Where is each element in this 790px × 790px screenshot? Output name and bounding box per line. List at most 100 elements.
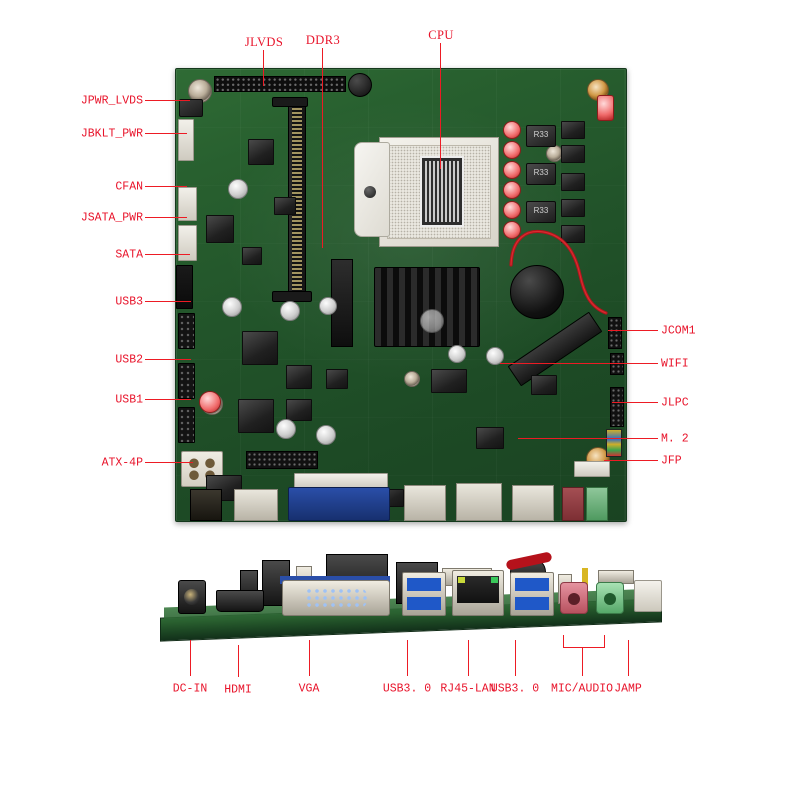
motherboard-edge-view	[150, 551, 670, 657]
callout-label-usb2: USB2	[115, 353, 143, 367]
callout-label-atx4p: ATX-4P	[101, 456, 143, 470]
callout-line-jfp	[604, 460, 658, 462]
usb2-header	[178, 363, 195, 399]
callout-label-usb30-b: USB3. 0	[490, 682, 540, 696]
callout-line-usb2	[145, 359, 191, 361]
io-dcin-topview	[190, 489, 222, 521]
mosfet-2	[561, 145, 585, 163]
callout-line-mic-audio	[582, 647, 584, 676]
io-rj45-topview	[456, 483, 502, 521]
cap-5	[276, 419, 296, 439]
jpwr-lvds-connector	[179, 99, 203, 117]
jbklt-pwr-connector	[178, 119, 194, 161]
cap-red-left	[199, 391, 221, 413]
ic-10	[476, 427, 504, 449]
jfp-header	[606, 429, 622, 457]
io-usb30a-topview	[404, 485, 446, 521]
cap-pink-3	[503, 161, 521, 179]
cap-7	[420, 309, 444, 333]
front-panel-header-row	[246, 451, 318, 469]
cap-pink-2	[503, 141, 521, 159]
inductor-3: R33	[526, 201, 556, 223]
callout-label-jlpc: JLPC	[661, 396, 689, 410]
usb30-stack-right	[510, 572, 554, 616]
callout-line-wifi	[500, 363, 658, 365]
ddr3-latch-top	[272, 97, 308, 107]
ic-7	[286, 399, 312, 421]
callout-line-usb1	[145, 399, 191, 401]
callout-label-jfp: JFP	[661, 454, 682, 468]
callout-bracket-mic-audio	[563, 635, 605, 648]
callout-label-usb3: USB3	[115, 295, 143, 309]
callout-label-m2: M. 2	[661, 432, 689, 446]
cap-pink-6	[503, 221, 521, 239]
callout-line-cfan	[145, 186, 187, 188]
io-usb30b-topview	[512, 485, 554, 521]
audio-jack	[596, 582, 624, 614]
callout-line-vga	[309, 640, 311, 676]
io-audio-topview	[586, 487, 608, 521]
inductor-2: R33	[526, 163, 556, 185]
callout-label-usb1: USB1	[115, 393, 143, 407]
callout-line-dc-in	[190, 640, 192, 676]
callout-label-rj45-lan: RJ45-LAN	[440, 682, 496, 696]
chipset-heatsink	[374, 267, 480, 347]
cap-pink-1	[503, 121, 521, 139]
callout-label-sata: SATA	[115, 248, 143, 262]
inductor-1: R33	[526, 125, 556, 147]
callout-line-usb3	[145, 301, 191, 303]
io-hdmi-topview	[234, 489, 278, 521]
usb1-header	[178, 407, 195, 443]
callout-line-usb30-b	[515, 640, 517, 676]
ic-12	[531, 375, 557, 395]
cap-3	[280, 301, 300, 321]
callout-line-jbklt-pwr	[145, 133, 187, 135]
jsata-pwr-connector	[178, 225, 197, 261]
mosfet-5	[561, 225, 585, 243]
cap-pink-5	[503, 201, 521, 219]
mosfet-4	[561, 199, 585, 217]
cfan-connector	[178, 187, 197, 221]
dc-in-jack	[178, 580, 206, 614]
callout-line-jlvds	[263, 50, 265, 86]
ic-6	[286, 365, 312, 389]
ic-11	[431, 369, 467, 393]
callout-line-ddr3	[322, 48, 324, 248]
cpu-socket-lever	[354, 142, 390, 238]
buzzer	[348, 73, 372, 97]
callout-line-m2	[518, 438, 658, 440]
ic-8	[326, 369, 348, 389]
callout-label-jbklt-pwr: JBKLT_PWR	[80, 127, 143, 141]
cap-red-edge	[597, 95, 614, 121]
ic-3	[242, 331, 278, 365]
rj45-lan-port	[452, 570, 504, 616]
io-vga-topview	[288, 487, 390, 521]
callout-label-cfan: CFAN	[115, 180, 143, 194]
mounting-hole-c3	[404, 371, 420, 387]
cpu-socket-window	[420, 156, 465, 228]
motherboard-top-view: R33 R33 R33	[175, 68, 627, 522]
callout-line-cpu	[440, 43, 442, 169]
cap-8	[448, 345, 466, 363]
callout-line-jsata-pwr	[145, 217, 187, 219]
callout-label-wifi: WIFI	[661, 357, 689, 371]
callout-label-jpwr-lvds: JPWR_LVDS	[80, 94, 143, 108]
callout-label-ddr3: DDR3	[305, 32, 341, 47]
callout-line-jpwr-lvds	[145, 100, 190, 102]
callout-line-jlpc	[612, 402, 658, 404]
callout-label-jlvds: JLVDS	[244, 34, 284, 49]
callout-label-vga: VGA	[298, 682, 320, 696]
callout-label-jamp: JAMP	[614, 682, 642, 696]
sata-port	[176, 265, 193, 309]
callout-line-sata	[145, 254, 190, 256]
usb30-stack-left	[402, 572, 446, 616]
jlvds-connector	[214, 76, 346, 92]
cap-pink-4	[503, 181, 521, 199]
jamp-connector-topview	[574, 461, 610, 477]
cap-4	[319, 297, 337, 315]
callout-label-dc-in: DC-IN	[172, 682, 208, 696]
callout-label-cpu: CPU	[428, 27, 454, 42]
hdmi-port	[216, 590, 264, 612]
ic-4	[238, 399, 274, 433]
